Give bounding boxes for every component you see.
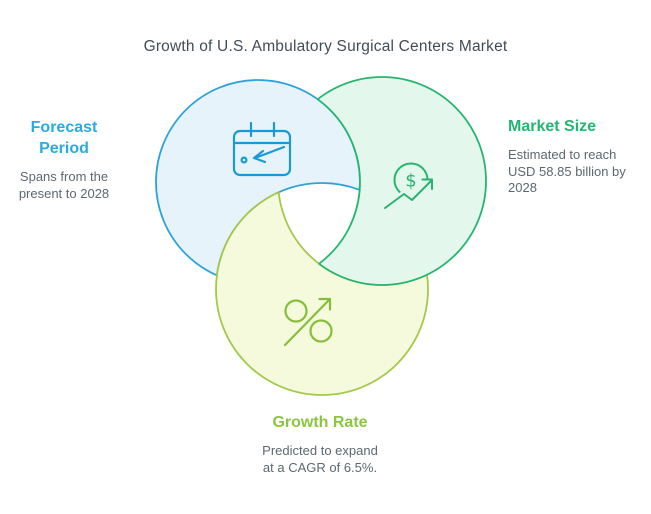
growth-rate-description: Predicted to expand at a CAGR of 6.5%. <box>262 443 378 475</box>
forecast-period-heading: Forecast Period <box>4 117 124 159</box>
market-size-label-block: Market Size Estimated to reach USD 58.85… <box>508 116 640 197</box>
market-circle <box>277 76 487 286</box>
calendar-icon <box>232 121 292 177</box>
forecast-heading-line1: Forecast <box>30 119 98 136</box>
growth-rate-heading: Growth Rate <box>272 414 368 431</box>
page-title: Growth of U.S. Ambulatory Surgical Cente… <box>143 38 508 55</box>
forecast-period-description: Spans from the present to 2028 <box>18 169 110 201</box>
dollar-growth-icon: $ <box>382 162 435 211</box>
forecast-heading-line2: Period <box>39 140 89 157</box>
growth-rate-label-block: Growth Rate Predicted to expand at a CAG… <box>238 412 402 476</box>
dollar-glyph: $ <box>405 171 416 192</box>
percent-growth-icon <box>283 297 333 347</box>
market-size-heading: Market Size <box>508 118 597 135</box>
forecast-period-label-block: Forecast Period Spans from the present t… <box>4 117 124 202</box>
market-size-description: Estimated to reach USD 58.85 billion by … <box>508 147 626 195</box>
